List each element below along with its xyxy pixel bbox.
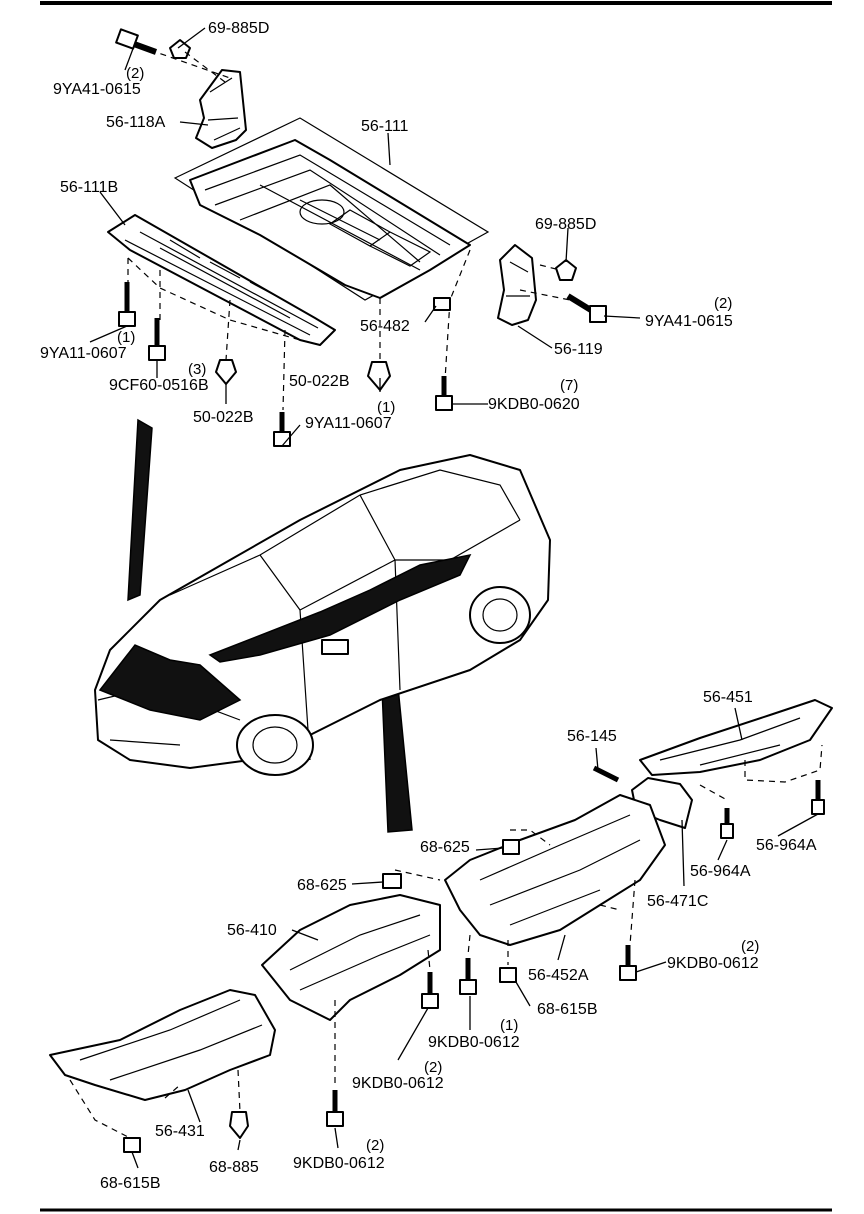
nut-68-615B-mid <box>499 967 517 983</box>
bolt-9KDB0-0612-bottom <box>326 1090 344 1127</box>
clip-50-022B-low <box>367 361 391 391</box>
qty-9KDB0-0612-mid: (1) <box>500 1017 518 1034</box>
label-56-964A-right: 56-964A <box>756 837 817 854</box>
label-68-625-a: 68-625 <box>420 839 470 856</box>
label-56-964A-mid: 56-964A <box>690 863 751 880</box>
install-lines-56-431 <box>69 1069 241 1139</box>
insulator-56-431 <box>49 989 276 1101</box>
label-9YA11-0607-left: 9YA11-0607 <box>40 345 127 362</box>
label-56-451: 56-451 <box>703 689 753 706</box>
clip-50-022B-mid <box>215 359 237 385</box>
label-9YA41-0615-top: 9YA41-0615 <box>53 81 141 98</box>
bolt-9KDB0-0612-lowmid <box>421 972 439 1009</box>
under-cover-56-111 <box>189 139 471 299</box>
install-line-front <box>127 257 301 341</box>
nut-68-625-a <box>502 839 520 855</box>
bolt-9YA41-0615-right <box>566 293 607 323</box>
label-56-111: 56-111 <box>361 118 409 135</box>
bolt-9KDB0-0612-right <box>619 945 637 981</box>
qty-9CF60-0516B: (3) <box>188 361 206 378</box>
label-68-625-b: 68-625 <box>297 877 347 894</box>
label-50-022B-mid: 50-022B <box>289 373 350 390</box>
label-69-885D-top: 69-885D <box>208 20 269 37</box>
front-cover-56-111B <box>107 214 336 346</box>
qty-9KDB0-0620: (7) <box>560 377 578 394</box>
insulator-56-452A <box>444 794 666 946</box>
bolt-9YA11-0607-mid <box>273 412 291 447</box>
label-68-615B-mid: 68-615B <box>537 1001 598 1018</box>
label-56-471C: 56-471C <box>647 893 708 910</box>
label-56-111B: 56-111B <box>60 179 118 196</box>
label-9YA41-0615-right: 9YA41-0615 <box>645 313 733 330</box>
label-56-145: 56-145 <box>567 728 617 745</box>
label-9KDB0-0612-mid: 9KDB0-0612 <box>428 1034 520 1051</box>
bracket-56-118A <box>195 69 247 149</box>
label-68-615B-bottom: 68-615B <box>100 1175 161 1192</box>
bolt-56-964A-mid <box>720 808 734 839</box>
insulator-56-410 <box>261 894 441 1021</box>
clip-68-885 <box>229 1111 249 1139</box>
insulator-56-451 <box>639 699 833 776</box>
label-9KDB0-0612-bottom: 9KDB0-0612 <box>293 1155 385 1172</box>
label-9KDB0-0612-lowmid: 9KDB0-0612 <box>352 1075 444 1092</box>
bolt-56-964A-right <box>811 780 825 815</box>
label-50-022B-low: 50-022B <box>193 409 254 426</box>
qty-9KDB0-0612-lowmid: (2) <box>424 1059 442 1076</box>
install-lines-top <box>127 49 571 411</box>
nut-68-625-b <box>382 873 402 889</box>
qty-9YA11-0607-left: (1) <box>117 329 135 346</box>
pointer-front <box>127 418 153 602</box>
bolt-9KDB0-0620 <box>435 376 453 411</box>
label-9KDB0-0612-right: 9KDB0-0612 <box>667 955 759 972</box>
clip-69-885D-right <box>555 259 577 281</box>
label-9KDB0-0620: 9KDB0-0620 <box>488 396 580 413</box>
label-69-885D-right: 69-885D <box>535 216 596 233</box>
qty-9YA41-0615-top: (2) <box>126 65 144 82</box>
nut-68-615B-bottom <box>123 1137 141 1153</box>
car-illustration <box>94 454 551 776</box>
label-56-452A: 56-452A <box>528 967 589 984</box>
label-68-885: 68-885 <box>209 1159 259 1176</box>
leader-lines-top <box>89 27 641 447</box>
label-56-118A: 56-118A <box>106 114 166 131</box>
qty-9YA41-0615-right: (2) <box>714 295 732 312</box>
install-lines-bottom <box>334 784 728 1088</box>
label-9CF60-0516B: 9CF60-0516B <box>109 377 209 394</box>
bolt-9KDB0-0612-mid <box>459 958 477 995</box>
qty-9KDB0-0612-right: (2) <box>741 938 759 955</box>
label-56-431: 56-431 <box>155 1123 205 1140</box>
label-56-410: 56-410 <box>227 922 277 939</box>
leader-lines-bottom <box>131 707 819 1169</box>
clip-69-885D-top <box>169 39 191 59</box>
label-56-119: 56-119 <box>554 341 603 358</box>
qty-9YA11-0607-mid: (1) <box>377 399 395 416</box>
qty-9KDB0-0612-bottom: (2) <box>366 1137 384 1154</box>
bolt-9CF60-0516B <box>148 318 166 361</box>
clip-56-482 <box>433 297 451 311</box>
label-9YA11-0607-mid: 9YA11-0607 <box>305 415 392 432</box>
bolt-9YA11-0607-left <box>118 282 136 327</box>
install-line-56-451 <box>744 744 823 783</box>
label-56-482: 56-482 <box>360 318 410 335</box>
bracket-56-119 <box>497 244 537 326</box>
